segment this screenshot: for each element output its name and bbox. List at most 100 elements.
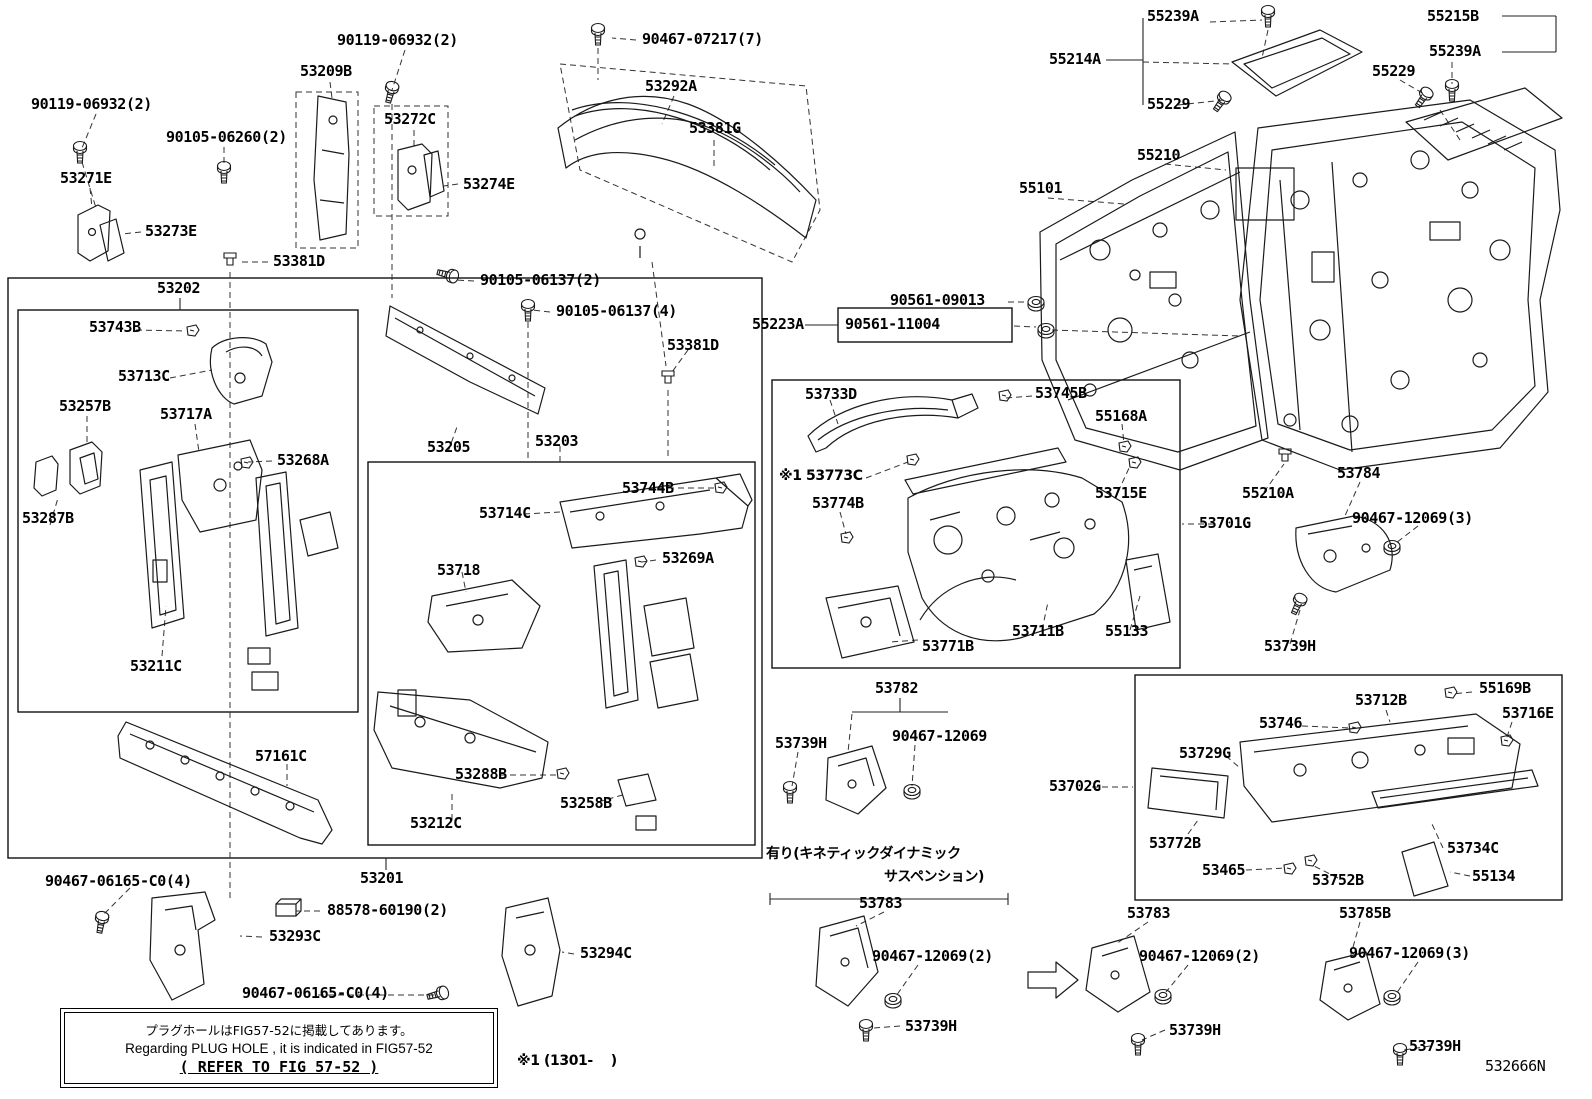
part-label-53287b: 53287B	[22, 509, 74, 527]
grommet-icon	[223, 252, 237, 266]
part-label-53465: 53465	[1202, 861, 1246, 879]
drawing-53258b	[617, 773, 657, 807]
drawing-53713c	[209, 337, 273, 405]
drawing-53381g-seal	[571, 102, 776, 171]
part-label-55134: 55134	[1472, 867, 1516, 885]
bolt-icon	[1392, 1042, 1408, 1066]
part-label-55215b: 55215B	[1427, 7, 1479, 25]
drawing-53293c	[149, 891, 216, 1001]
nut-icon	[1383, 989, 1401, 1006]
part-label-53745b: 53745B	[1035, 384, 1087, 402]
part-label-53702g: 53702G	[1049, 777, 1101, 795]
part-label-55210a: 55210A	[1242, 484, 1294, 502]
dash-panel-holes	[1083, 150, 1511, 433]
plug-hole-note-box: プラグホールはFIG57-52に掲載してあります。 Regarding PLUG…	[60, 1008, 498, 1088]
part-label-90119-06932-2: 90119-06932(2)	[337, 31, 458, 49]
part-label-53739h: 53739H	[905, 1017, 957, 1035]
clip-icon	[906, 453, 920, 466]
part-label-53771b: 53771B	[922, 637, 974, 655]
drawing-53714c-member	[559, 473, 753, 549]
clip-icon	[840, 531, 854, 544]
drawing-53784	[1295, 515, 1393, 593]
part-label-90467-07217-7: 90467-07217(7)	[642, 30, 763, 48]
part-label-1-1301: ※1 (1301- )	[517, 1053, 617, 1069]
clip-icon	[1444, 686, 1458, 699]
drawing-55134	[1401, 841, 1449, 897]
part-label-53701g: 53701G	[1199, 514, 1251, 532]
part-label-53713c: 53713C	[118, 367, 170, 385]
group-box-53201	[7, 277, 763, 859]
part-label-53258b: 53258B	[560, 794, 612, 812]
leader-lines	[49, 19, 1513, 1051]
part-label-: サスペンション)	[884, 869, 984, 885]
part-label-53381d: 53381D	[273, 252, 325, 270]
part-label-53209b: 53209B	[300, 62, 352, 80]
part-label-53257b: 53257B	[59, 397, 111, 415]
part-label-53269a: 53269A	[662, 549, 714, 567]
bolt-icon	[1287, 590, 1310, 617]
part-label-53743b: 53743B	[89, 318, 141, 336]
part-label-53381d: 53381D	[667, 336, 719, 354]
part-label-53273e: 53273E	[145, 222, 197, 240]
part-label-55168a: 55168A	[1095, 407, 1147, 425]
fastener-icons	[72, 4, 1514, 1066]
drawing-55215b-cowl-top	[1405, 87, 1563, 161]
part-label-53212c: 53212C	[410, 814, 462, 832]
drawing-53209b	[313, 95, 350, 241]
drawing-55214a-cowl-top	[1231, 29, 1363, 97]
part-label-53746: 53746	[1259, 714, 1303, 732]
drawing-53717a-apron	[139, 439, 263, 629]
part-label-90467-06165-c0-4: 90467-06165-C0(4)	[45, 872, 192, 890]
part-label-90561-11004: 90561-11004	[845, 315, 940, 333]
bolt-icon	[782, 780, 798, 804]
part-label-53782: 53782	[875, 679, 919, 697]
part-label-53739h: 53739H	[1409, 1037, 1461, 1055]
part-label-: 有り(キネティックダイナミック	[766, 846, 961, 862]
part-label-55169b: 55169B	[1479, 679, 1531, 697]
part-label-55239a: 55239A	[1147, 7, 1199, 25]
note-line-english: Regarding PLUG HOLE , it is indicated in…	[125, 1041, 433, 1056]
drawing-53783-a	[815, 915, 879, 1007]
part-label-53774b: 53774B	[812, 494, 864, 512]
screw-icon	[590, 22, 606, 46]
part-label-90467-12069-3: 90467-12069(3)	[1352, 509, 1473, 527]
part-label-53783: 53783	[859, 894, 903, 912]
drawing-88578-cushion	[275, 898, 302, 917]
drawing-53783-b	[1085, 935, 1151, 1013]
clip-icon	[714, 481, 728, 494]
part-label-53715e: 53715E	[1095, 484, 1147, 502]
clip-icon	[1283, 862, 1297, 875]
drawing-57161c-bar	[117, 721, 333, 845]
part-label-53772b: 53772B	[1149, 834, 1201, 852]
part-label-53784: 53784	[1337, 464, 1381, 482]
clip-icon	[1118, 440, 1132, 453]
solid-leader-lines	[179, 15, 1557, 905]
part-label-55239a: 55239A	[1429, 42, 1481, 60]
part-label-53712b: 53712B	[1355, 691, 1407, 709]
part-label-53293c: 53293C	[269, 927, 321, 945]
part-label-55229: 55229	[1372, 62, 1416, 80]
part-label-53783: 53783	[1127, 904, 1171, 922]
part-label-53752b: 53752B	[1312, 871, 1364, 889]
part-label-53734c: 53734C	[1447, 839, 1499, 857]
part-label-90467-12069-2: 90467-12069(2)	[1139, 947, 1260, 965]
bolt-icon	[381, 79, 401, 105]
drawing-53294c	[501, 897, 561, 1007]
bolt-icon	[858, 1018, 874, 1042]
note-line-japanese: プラグホールはFIG57-52に掲載してあります。	[145, 1023, 413, 1038]
part-label-53718: 53718	[437, 561, 481, 579]
note-line-refer: ( REFER TO FIG 57-52 )	[179, 1058, 379, 1076]
drawing-53271e-53273e	[77, 204, 125, 262]
group-box-53701g	[771, 379, 1181, 669]
drawing-53205-support	[385, 305, 546, 415]
part-label-90105-06137-2: 90105-06137(2)	[480, 271, 601, 289]
direction-arrow	[1027, 961, 1079, 999]
part-label-55210: 55210	[1137, 146, 1181, 164]
screw-icon	[92, 909, 111, 935]
part-label-57161c: 57161C	[255, 747, 307, 765]
clip-icon	[1304, 854, 1318, 867]
part-label-90467-06165-c0-4: 90467-06165-C0(4)	[242, 984, 389, 1002]
part-label-532666n: 532666N	[1485, 1057, 1546, 1075]
